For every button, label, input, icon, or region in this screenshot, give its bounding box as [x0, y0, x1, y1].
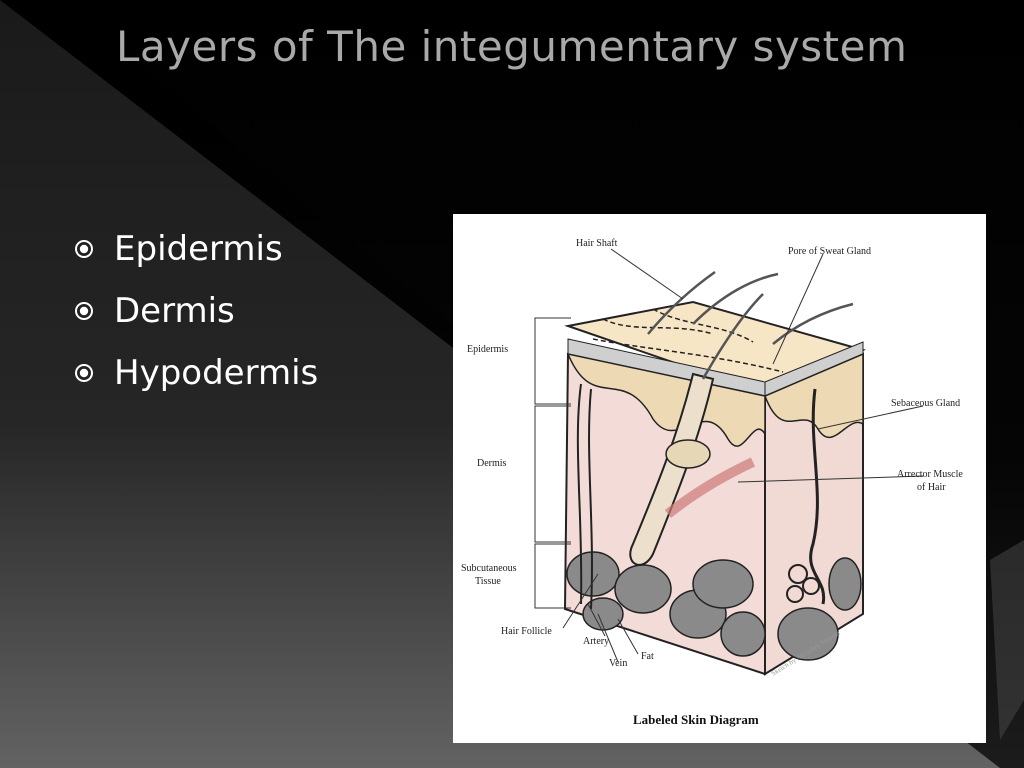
label-hair-follicle: Hair Follicle: [501, 626, 552, 637]
fat-tissue: [566, 551, 862, 661]
bullet-item: Epidermis: [74, 218, 318, 280]
label-epidermis: Epidermis: [467, 344, 508, 355]
label-subcutaneous-1: Subcutaneous: [461, 563, 517, 574]
target-bullet-icon: [75, 364, 93, 382]
target-bullet-icon: [75, 240, 93, 258]
figure-caption: Labeled Skin Diagram: [633, 712, 759, 727]
arrector-muscle: [664, 457, 756, 518]
label-artery: Artery: [583, 636, 609, 647]
bullet-item: Dermis: [74, 280, 318, 342]
skin-diagram-drawing: Hair Shaft Pore of Sweat Gland Epidermis…: [461, 238, 963, 727]
label-fat: Fat: [641, 651, 654, 662]
label-dermis: Dermis: [477, 458, 507, 469]
label-subcutaneous-2: Tissue: [475, 576, 501, 587]
bullet-list: Epidermis Dermis Hypodermis: [74, 218, 318, 404]
label-vein: Vein: [609, 658, 627, 669]
label-hair-shaft: Hair Shaft: [576, 238, 618, 249]
label-pore: Pore of Sweat Gland: [788, 246, 871, 257]
skin-diagram: Hair Shaft Pore of Sweat Gland Epidermis…: [453, 214, 986, 743]
sebaceous-gland: [665, 439, 711, 469]
target-bullet-icon: [75, 302, 93, 320]
bullet-text: Hypodermis: [114, 353, 319, 393]
bullet-text: Epidermis: [114, 229, 283, 269]
bullet-item: Hypodermis: [74, 342, 318, 404]
label-arrector-2: of Hair: [917, 482, 946, 493]
bullet-text: Dermis: [114, 291, 235, 331]
slide-title: Layers of The integumentary system: [116, 22, 908, 71]
label-sebaceous: Sebaceous Gland: [891, 398, 960, 409]
label-arrector-1: Arrector Muscle: [897, 469, 963, 480]
